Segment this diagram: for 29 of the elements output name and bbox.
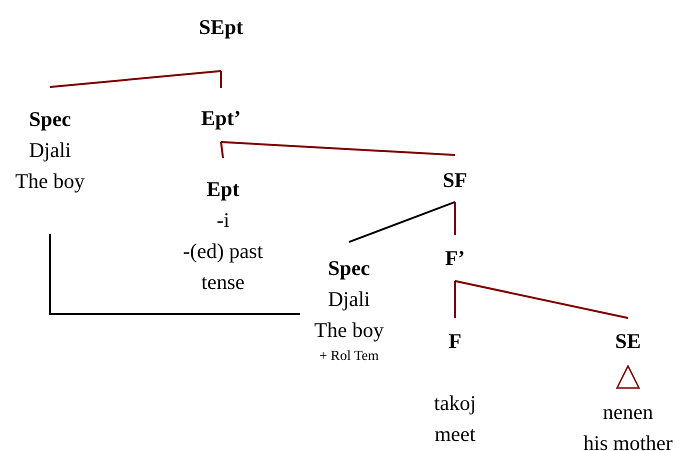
node-label: F xyxy=(448,328,462,354)
node-label: SF xyxy=(442,166,468,194)
gloss-text: The boy xyxy=(313,316,385,344)
tree-branch xyxy=(454,281,456,318)
feature-note: + Rol Tem xyxy=(318,348,380,366)
gloss-text: The boy xyxy=(14,168,86,195)
gloss-text: takoj xyxy=(433,390,477,416)
gloss-text: meet xyxy=(434,420,476,448)
tree-branch xyxy=(220,141,456,156)
gloss-text: -(ed) past tense xyxy=(182,238,264,296)
node-label: Spec xyxy=(28,106,72,133)
gloss-text: his mother xyxy=(582,430,674,451)
movement-line xyxy=(49,234,300,315)
node-label: Ept xyxy=(206,176,240,202)
node-label: F’ xyxy=(444,244,466,272)
gloss-text: Djali xyxy=(327,286,371,312)
tree-branch xyxy=(220,71,222,88)
tree-branch xyxy=(454,202,456,235)
tree-branch xyxy=(348,201,456,243)
tree-branch xyxy=(50,70,222,88)
node-label: SE xyxy=(614,328,642,354)
gloss-text: -i xyxy=(216,206,230,234)
tree-branch xyxy=(220,142,224,158)
node-label: Ept’ xyxy=(200,104,242,132)
gloss-text: nenen xyxy=(602,399,654,426)
node-label: SEpt xyxy=(198,14,244,41)
gloss-text: Djali xyxy=(28,137,72,164)
tree-branch xyxy=(454,280,628,319)
node-label: Spec xyxy=(327,254,371,282)
